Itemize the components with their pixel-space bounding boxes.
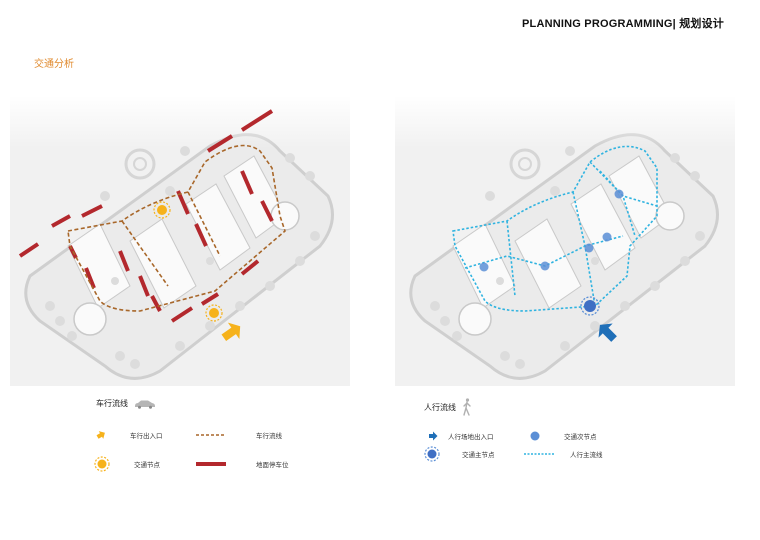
vehicle-flow-route (67, 144, 286, 312)
parking-swatch (196, 461, 226, 467)
vehicle-circulation-map (10, 96, 350, 386)
legend-vehicle-flow: 车行流线 (196, 430, 282, 440)
legend-ground-parking: 地面停车位 (196, 459, 289, 469)
vehicle-entrance-arrow (221, 322, 241, 342)
legend-main-node: 交通主节点 (424, 446, 495, 462)
pedestrian-flow-swatch (524, 451, 554, 457)
pedestrian-entrance-arrow (598, 323, 617, 342)
vehicle-map-svg (10, 96, 350, 386)
legend-secondary-node-label: 交通次节点 (564, 433, 597, 441)
traffic-node-markers (153, 201, 223, 322)
vehicle-flow-swatch (196, 432, 226, 438)
pedestrian-legend-heading-label: 人行流线 (424, 402, 456, 412)
vehicle-entrance-icon (96, 430, 106, 440)
legend-pedestrian-entrance-label: 人行场地出入口 (448, 433, 494, 441)
main-traffic-node (580, 296, 600, 316)
legend-main-node-label: 交通主节点 (462, 451, 495, 459)
legend-traffic-node: 交通节点 (94, 456, 160, 472)
vehicle-legend-heading-label: 车行流线 (96, 399, 128, 408)
legend-pedestrian-entrance: 人行场地出入口 (428, 431, 494, 441)
legend-secondary-node: 交通次节点 (530, 431, 597, 441)
pedestrian-circulation-map (395, 96, 735, 386)
legend-vehicle-entrance: 车行出入口 (96, 430, 163, 440)
pedestrian-legend-heading: 人行流线 (424, 398, 472, 416)
legend-pedestrian-main-flow: 人行主流线 (524, 449, 603, 459)
traffic-node-icon (94, 456, 110, 472)
legend-pedestrian-main-flow-label: 人行主流线 (570, 451, 603, 459)
vehicle-legend-heading: 车行流线 (96, 398, 156, 409)
secondary-traffic-nodes (479, 189, 624, 272)
secondary-node-icon (530, 431, 540, 441)
legend-ground-parking-label: 地面停车位 (256, 461, 289, 469)
pedestrian-map-svg (395, 96, 735, 386)
walking-person-icon (462, 398, 472, 416)
pedestrian-entrance-icon (428, 431, 438, 441)
legend-traffic-node-label: 交通节点 (134, 461, 160, 469)
section-title: 交通分析 (34, 59, 74, 70)
legend-vehicle-entrance-label: 车行出入口 (130, 432, 163, 440)
legend-vehicle-flow-label: 车行流线 (256, 432, 282, 440)
car-icon (134, 399, 156, 409)
main-node-icon (424, 446, 440, 462)
page-header-title: PLANNING PROGRAMMING| 规划设计 (522, 18, 724, 30)
